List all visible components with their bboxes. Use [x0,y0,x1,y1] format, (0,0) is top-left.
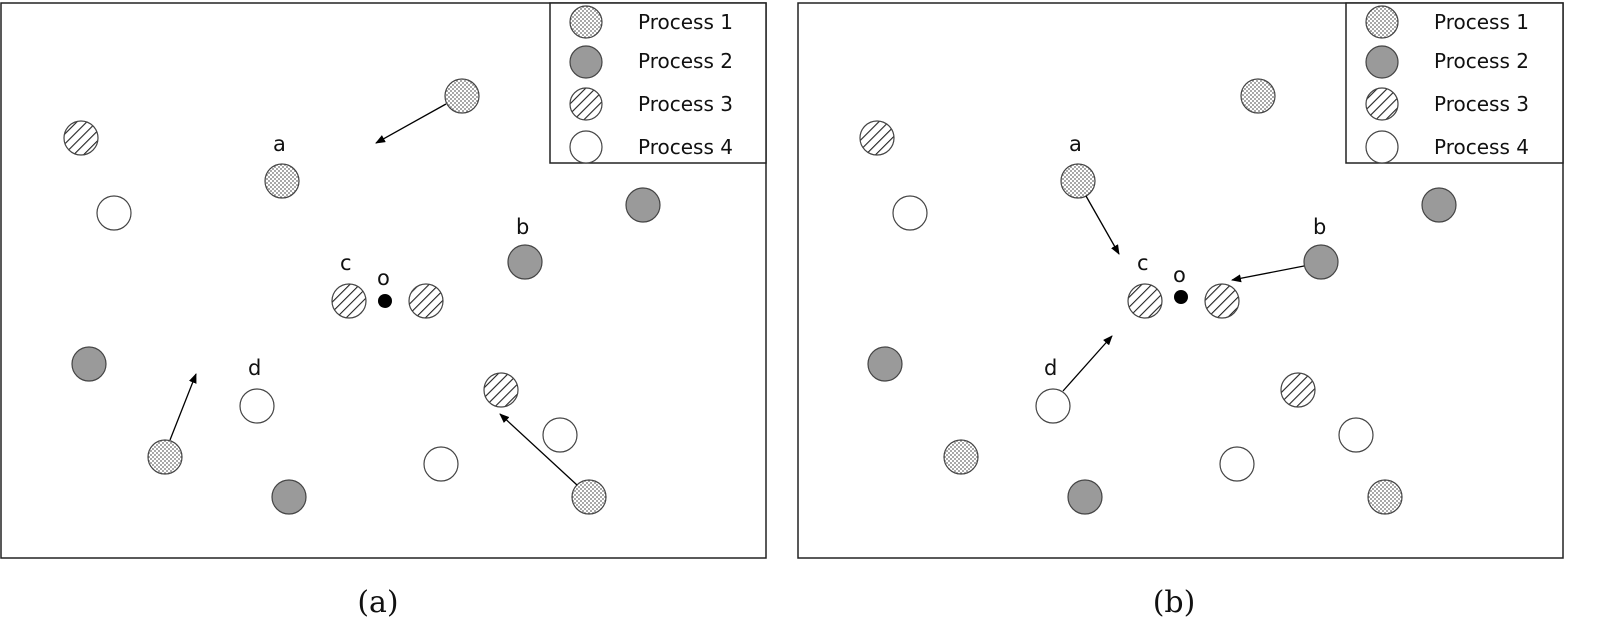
node-d-process-4 [239,388,275,424]
legend-swatch-process-3 [569,87,603,121]
legend-swatch-process-2 [569,45,603,79]
node-process-1 [444,78,480,114]
label-o: o [377,266,390,290]
legend-swatch-process-4 [569,130,603,164]
node-process-2 [71,346,107,382]
legend-label-process-4: Process 4 [638,135,733,159]
node-a-process-1 [264,163,300,199]
label-b: b [516,215,529,239]
panel-b: Process 1 Process 2 Process 3 Process 4 [797,2,1564,620]
label-c: c [340,251,352,275]
node-a-process-1 [1060,163,1096,199]
legend-label-process-3: Process 3 [1434,92,1529,116]
node-process-4 [1219,446,1255,482]
node-b-process-2 [1303,244,1339,280]
node-process-2 [1421,187,1457,223]
node-process-2 [1067,479,1103,515]
node-b-process-2 [507,244,543,280]
label-d: d [248,356,261,380]
legend-label-process-1: Process 1 [1434,10,1529,34]
legend-label-process-2: Process 2 [638,49,733,73]
panel-a: Process 1 Process 2 Process 3 Process 4 [0,2,767,620]
label-d: d [1044,356,1057,380]
panel-b-legend: Process 1 Process 2 Process 3 Process 4 [1345,2,1564,164]
legend-swatch-process-3 [1365,87,1399,121]
label-a: a [273,132,286,156]
arrow [375,103,447,144]
node-process-3 [1204,283,1240,319]
panel-a-legend: Process 1 Process 2 Process 3 Process 4 [549,2,767,164]
node-process-3 [63,120,99,156]
label-a: a [1069,132,1082,156]
node-process-1 [147,439,183,475]
arrow [499,413,578,486]
node-process-4 [1338,417,1374,453]
node-process-3 [1280,372,1316,408]
center-dot-o [1174,290,1188,304]
legend-swatch-process-2 [1365,45,1399,79]
panel-a-caption: (a) [357,585,398,620]
legend-swatch-process-1 [1365,5,1399,39]
node-process-3 [859,120,895,156]
node-process-4 [892,195,928,231]
panel-b-caption: (b) [1153,585,1196,620]
legend-label-process-2: Process 2 [1434,49,1529,73]
node-process-2 [625,187,661,223]
node-d-process-4 [1035,388,1071,424]
node-process-1 [943,439,979,475]
node-process-1 [571,479,607,515]
node-c-process-3 [331,283,367,319]
node-process-1 [1367,479,1403,515]
node-process-4 [423,446,459,482]
label-c: c [1137,251,1149,275]
arrow [169,373,197,441]
legend-swatch-process-1 [569,5,603,39]
arrow [1231,265,1305,283]
node-process-2 [271,479,307,515]
label-o: o [1173,263,1186,287]
legend-label-process-4: Process 4 [1434,135,1529,159]
arrow [1085,195,1120,255]
legend-label-process-3: Process 3 [638,92,733,116]
node-process-3 [408,283,444,319]
node-process-4 [542,417,578,453]
node-process-4 [96,195,132,231]
legend-swatch-process-4 [1365,130,1399,164]
center-dot-o [378,294,392,308]
node-process-3 [483,372,519,408]
legend-label-process-1: Process 1 [638,10,733,34]
arrow [1062,335,1113,392]
label-b: b [1313,215,1326,239]
node-process-2 [867,346,903,382]
node-process-1 [1240,78,1276,114]
node-c-process-3 [1127,283,1163,319]
